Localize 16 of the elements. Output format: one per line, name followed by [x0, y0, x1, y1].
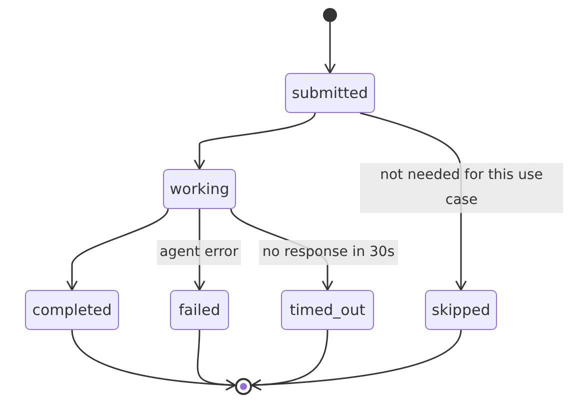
edge-label: agent error — [157, 240, 241, 265]
start-state-circle — [323, 8, 337, 22]
state-box: skipped — [425, 290, 497, 330]
transition-arrow — [251, 330, 462, 391]
state-box: working — [163, 169, 236, 209]
edge-label: no response in 30s — [259, 240, 398, 265]
state-box: submitted — [285, 73, 375, 113]
transition-arrow — [324, 22, 336, 74]
state-box: completed — [25, 290, 119, 330]
end-state-circle — [235, 378, 252, 395]
state-box: timed_out — [281, 290, 374, 330]
edge-label: not needed for this use case — [360, 163, 563, 213]
transition-arrow — [194, 112, 316, 170]
transition-arrow — [196, 330, 236, 390]
transition-arrow — [66, 208, 169, 291]
state-box: failed — [170, 290, 229, 330]
